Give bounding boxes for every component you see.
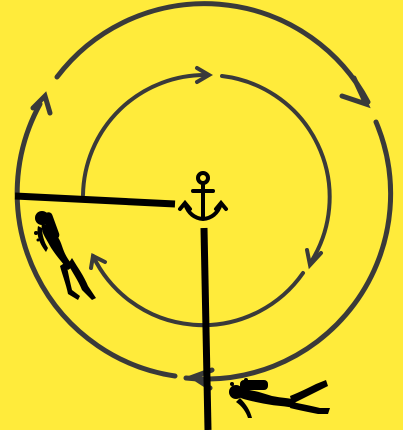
inner-ring-arc-top-left	[83, 75, 207, 195]
inner-ring-arc-bottom	[93, 256, 303, 325]
anchor-icon	[180, 173, 226, 219]
diver-icon	[229, 378, 330, 418]
vertical-reference-line	[204, 228, 208, 430]
outer-ring-arc-top	[57, 4, 368, 102]
outer-ring-arc-right	[186, 122, 391, 379]
inner-ring-arc-right	[222, 76, 330, 262]
outer-arrow-top-right	[342, 78, 366, 104]
horizontal-reference-line	[15, 196, 175, 204]
